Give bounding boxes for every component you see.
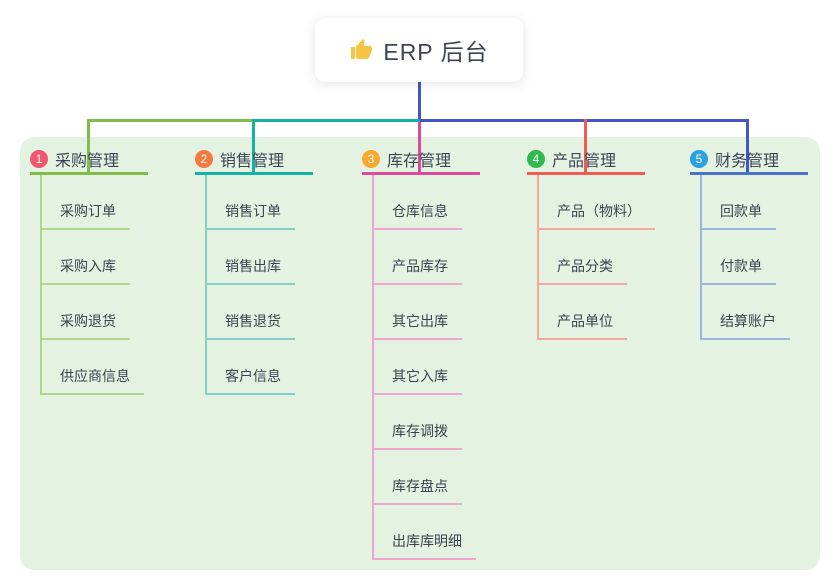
root-title: ERP 后台 — [383, 39, 489, 65]
mindmap-canvas — [20, 137, 820, 570]
branch-title: 财务管理 — [715, 153, 780, 170]
branch-children: 销售订单 销售出库 销售退货 客户信息 — [205, 175, 295, 395]
child-node[interactable]: 其它入库 — [374, 340, 462, 395]
child-node[interactable]: 付款单 — [702, 230, 776, 285]
child-node[interactable]: 产品分类 — [539, 230, 627, 285]
child-node[interactable]: 采购入库 — [42, 230, 130, 285]
connector-segment-teal — [253, 119, 420, 122]
branch-children: 采购订单 采购入库 采购退货 供应商信息 — [40, 175, 144, 395]
badge-1: 1 — [30, 150, 48, 168]
child-node[interactable]: 出库库明细 — [374, 505, 476, 560]
child-node[interactable]: 产品库存 — [374, 230, 462, 285]
child-node[interactable]: 仓库信息 — [374, 175, 462, 230]
branch-header-purchase[interactable]: 1 采购管理 — [30, 146, 148, 175]
branch-children: 回款单 付款单 结算账户 — [700, 175, 790, 340]
child-node[interactable]: 供应商信息 — [42, 340, 144, 395]
branch-header-inventory[interactable]: 3 库存管理 — [362, 146, 480, 175]
thumbs-up-icon — [349, 38, 373, 62]
badge-2: 2 — [195, 150, 213, 168]
child-node[interactable]: 采购退货 — [42, 285, 130, 340]
badge-4: 4 — [527, 150, 545, 168]
child-node[interactable]: 结算账户 — [702, 285, 790, 340]
branch-title: 采购管理 — [55, 153, 120, 170]
branch-children: 仓库信息 产品库存 其它出库 其它入库 库存调拨 库存盘点 出库库明细 — [372, 175, 476, 560]
child-node[interactable]: 销售退货 — [207, 285, 295, 340]
badge-3: 3 — [362, 150, 380, 168]
branch-title: 产品管理 — [552, 153, 617, 170]
child-node[interactable]: 采购订单 — [42, 175, 130, 230]
drop-line-branch-3 — [418, 122, 421, 172]
branch-title: 销售管理 — [220, 153, 285, 170]
drop-line-branch-5 — [746, 119, 749, 172]
child-node[interactable]: 产品（物料） — [539, 175, 655, 230]
branch-header-sales[interactable]: 2 销售管理 — [195, 146, 313, 175]
branch-title: 库存管理 — [387, 153, 452, 170]
child-node[interactable]: 库存调拨 — [374, 395, 462, 450]
root-connector-line — [418, 82, 421, 122]
connector-segment-green — [87, 119, 253, 122]
root-node[interactable]: ERP 后台 — [315, 18, 523, 82]
drop-line-branch-1 — [87, 119, 90, 172]
child-node[interactable]: 回款单 — [702, 175, 776, 230]
child-node[interactable]: 销售订单 — [207, 175, 295, 230]
drop-line-branch-2 — [252, 119, 255, 172]
child-node[interactable]: 客户信息 — [207, 340, 295, 395]
child-node[interactable]: 产品单位 — [539, 285, 627, 340]
drop-line-branch-4 — [584, 119, 587, 172]
branch-children: 产品（物料） 产品分类 产品单位 — [537, 175, 655, 340]
child-node[interactable]: 其它出库 — [374, 285, 462, 340]
branch-header-finance[interactable]: 5 财务管理 — [690, 146, 808, 175]
branch-header-product[interactable]: 4 产品管理 — [527, 146, 645, 175]
child-node[interactable]: 库存盘点 — [374, 450, 462, 505]
child-node[interactable]: 销售出库 — [207, 230, 295, 285]
badge-5: 5 — [690, 150, 708, 168]
